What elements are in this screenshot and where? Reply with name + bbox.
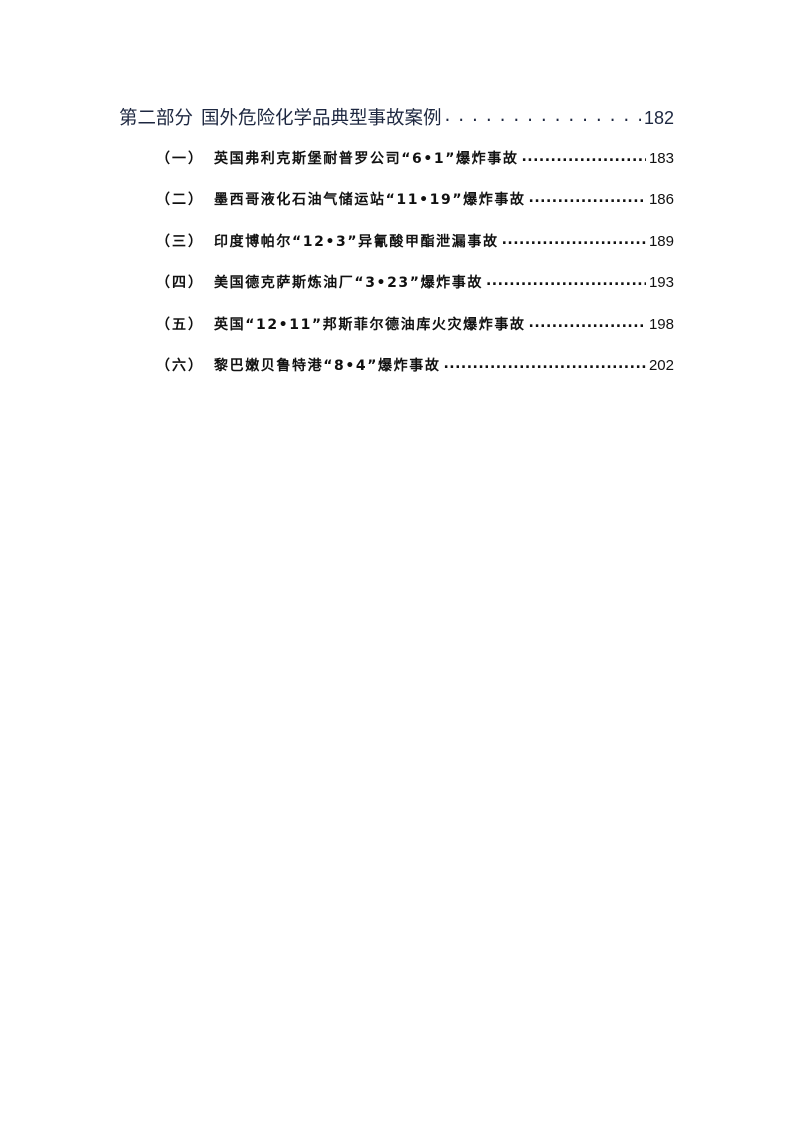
entry-number: （五） — [156, 317, 204, 333]
dot-leader — [521, 149, 646, 163]
page-number: 186 — [648, 191, 674, 208]
page-number: 202 — [648, 357, 674, 374]
entry-number: （三） — [156, 234, 204, 250]
part-title: 国外危险化学品典型事故案例 — [201, 108, 442, 129]
toc-entry[interactable]: （五） 英国“12•11”邦斯菲尔德油库火灾爆炸事故 198 — [156, 314, 674, 336]
page-number: 189 — [648, 233, 674, 250]
entry-title: 墨西哥液化石油气储运站“11•19”爆炸事故 — [214, 192, 526, 208]
dot-leader — [529, 190, 646, 204]
entry-title: 英国“12•11”邦斯菲尔德油库火灾爆炸事故 — [214, 317, 526, 333]
entry-title: 英国弗利克斯堡耐普罗公司“6•1”爆炸事故 — [214, 151, 519, 167]
page-number: 193 — [648, 274, 674, 291]
entry-number: （二） — [156, 192, 204, 208]
toc-entry[interactable]: （四） 美国德克萨斯炼油厂“3•23”爆炸事故 193 — [156, 272, 674, 294]
page-number: 198 — [648, 316, 674, 333]
dot-leader — [486, 273, 646, 287]
page-number: 182 — [643, 108, 674, 128]
toc-entry[interactable]: （六） 黎巴嫩贝鲁特港“8•4”爆炸事故 202 — [156, 355, 674, 377]
page-number: 183 — [648, 150, 674, 167]
toc-entry[interactable]: （二） 墨西哥液化石油气储运站“11•19”爆炸事故 186 — [156, 189, 674, 211]
toc-part-heading[interactable]: 第二部分 国外危险化学品典型事故案例 182 — [119, 104, 674, 130]
entry-number: （四） — [156, 275, 204, 291]
entry-title: 美国德克萨斯炼油厂“3•23”爆炸事故 — [214, 275, 483, 291]
dot-leader — [445, 106, 641, 125]
entry-number: （六） — [156, 358, 204, 374]
entry-title: 印度博帕尔“12•3”异氰酸甲酯泄漏事故 — [214, 234, 499, 250]
toc-entry[interactable]: （三） 印度博帕尔“12•3”异氰酸甲酯泄漏事故 189 — [156, 231, 674, 253]
dot-leader — [529, 315, 646, 329]
dot-leader — [443, 356, 646, 370]
toc-entry[interactable]: （一） 英国弗利克斯堡耐普罗公司“6•1”爆炸事故 183 — [156, 148, 674, 170]
dot-leader — [502, 232, 646, 246]
part-number: 第二部分 — [119, 108, 194, 129]
entry-number: （一） — [156, 151, 204, 167]
entry-title: 黎巴嫩贝鲁特港“8•4”爆炸事故 — [214, 358, 441, 374]
